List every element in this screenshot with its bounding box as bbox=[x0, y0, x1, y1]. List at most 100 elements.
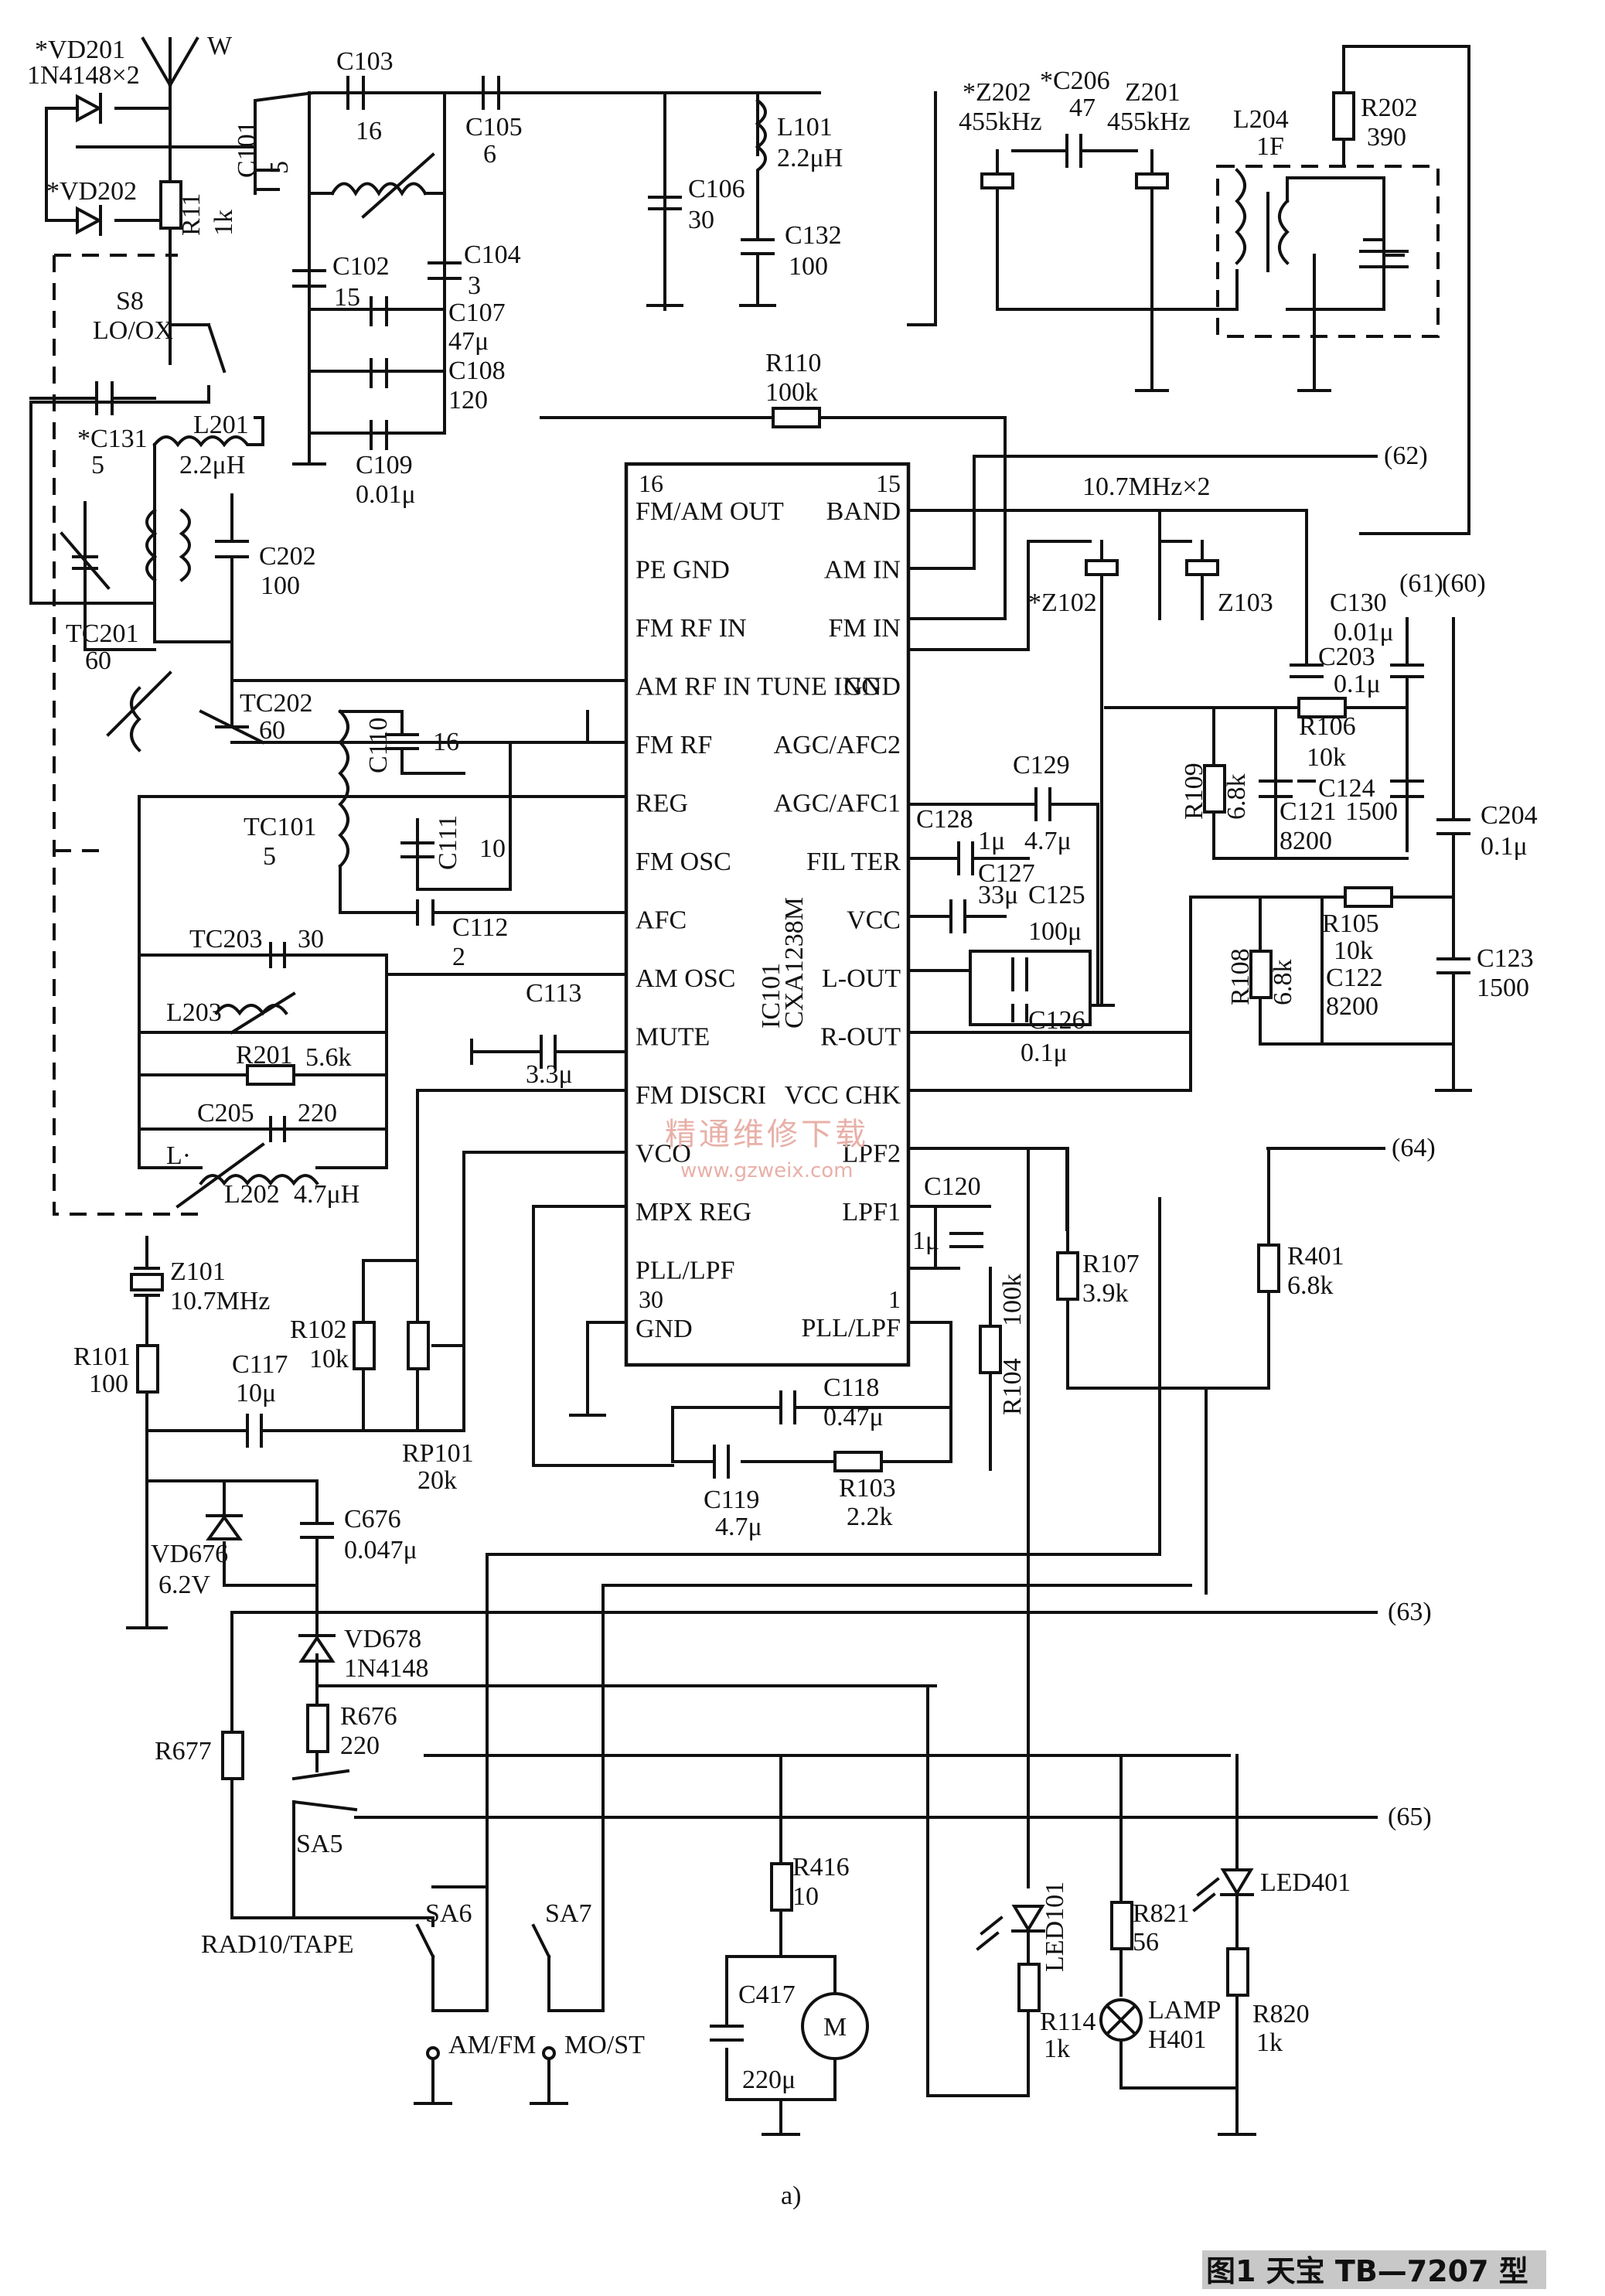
vd202-diode bbox=[76, 206, 103, 235]
c202-val: 100 bbox=[261, 571, 300, 600]
c204-val: 0.1μ bbox=[1481, 832, 1528, 861]
c131-ref: *C131 bbox=[77, 425, 148, 453]
c120-ref: C120 bbox=[924, 1172, 981, 1201]
caption-bg bbox=[1202, 2250, 1546, 2289]
ic-pin-right-0: BAND bbox=[826, 497, 901, 526]
h401-label: H401 bbox=[1148, 2025, 1207, 2054]
r11-val: 1k bbox=[210, 210, 238, 236]
c206-ref: *C206 bbox=[1040, 67, 1110, 95]
r106-ref: R106 bbox=[1299, 712, 1356, 741]
watermark-text: 精通维修下载 bbox=[665, 1117, 869, 1152]
r676-ref: R676 bbox=[340, 1702, 397, 1731]
rp101-pot bbox=[407, 1321, 430, 1370]
ic-pin-number-left-0: 16 bbox=[639, 469, 663, 497]
ic-pin-right-12: LPF1 bbox=[842, 1198, 901, 1226]
r201-ref: R201 bbox=[236, 1041, 293, 1070]
r401-resistor bbox=[1257, 1244, 1280, 1293]
vd676-zener bbox=[206, 1514, 243, 1540]
band-switch-link bbox=[53, 254, 201, 1216]
l101-ref: L101 bbox=[777, 113, 833, 142]
ic-pin-left-3: AM RF IN TUNE ING bbox=[636, 673, 881, 701]
r110-resistor bbox=[772, 407, 821, 428]
z201-val: 455kHz bbox=[1107, 107, 1191, 136]
vd202-ref: *VD202 bbox=[46, 177, 137, 206]
c124-val: 1500 bbox=[1345, 797, 1398, 826]
sa5-ref: SA5 bbox=[296, 1830, 342, 1858]
c202-ref: C202 bbox=[259, 542, 316, 571]
z201-filter bbox=[1135, 172, 1169, 189]
antenna bbox=[141, 36, 199, 148]
c128-val: 1μ bbox=[978, 827, 1005, 855]
filter-label: 10.7MHz×2 bbox=[1082, 473, 1211, 501]
r102-val: 10k bbox=[309, 1345, 349, 1373]
r821-val: 56 bbox=[1133, 1928, 1159, 1957]
c417-val: 220μ bbox=[742, 2066, 796, 2094]
led101-diode bbox=[1011, 1905, 1045, 1933]
sa6-ref: SA6 bbox=[425, 1899, 472, 1928]
ic-pin-number-left-14: 30 bbox=[639, 1285, 663, 1313]
ic-pin-right-1: AM IN bbox=[824, 556, 901, 585]
ic-pin-right-8: L-OUT bbox=[822, 964, 901, 993]
r105-ref: R105 bbox=[1322, 909, 1379, 938]
ic-pin-left-14: GND bbox=[636, 1315, 693, 1343]
r103-resistor bbox=[833, 1451, 883, 1472]
ic-pin-number-right-13: 1 bbox=[888, 1285, 901, 1313]
r108-ref: R108 bbox=[1226, 948, 1255, 1005]
c107-ref: C107 bbox=[448, 299, 506, 327]
ic-pin-left-5: REG bbox=[636, 790, 688, 818]
c101-ref: C101 bbox=[233, 121, 261, 178]
ic-pin-right-9: R-OUT bbox=[820, 1023, 901, 1052]
c206-val: 47 bbox=[1069, 94, 1096, 122]
c121-ref: C121 bbox=[1280, 797, 1337, 826]
vd678-ref: VD678 bbox=[344, 1625, 421, 1653]
r416-resistor bbox=[770, 1862, 793, 1912]
c125-v2: 100μ bbox=[1028, 917, 1082, 946]
r820-val: 1k bbox=[1256, 2028, 1283, 2057]
c102-ref: C102 bbox=[332, 252, 390, 281]
l204-val: 1F bbox=[1256, 132, 1284, 161]
c676-ref: C676 bbox=[344, 1505, 401, 1534]
z202-val: 455kHz bbox=[959, 107, 1042, 136]
ic-pin-left-2: FM RF IN bbox=[636, 614, 747, 643]
r107-resistor bbox=[1056, 1251, 1079, 1301]
z202-ref: *Z202 bbox=[963, 78, 1031, 107]
r107-ref: R107 bbox=[1082, 1250, 1140, 1278]
ref-60: (60) bbox=[1442, 569, 1486, 598]
rp101-ref: RP101 bbox=[402, 1439, 474, 1468]
vd201-ref: *VD201 bbox=[35, 36, 125, 64]
z103-ref: Z103 bbox=[1218, 588, 1273, 617]
ic-pin-left-8: AM OSC bbox=[636, 964, 735, 993]
r108-val: 6.8k bbox=[1269, 960, 1297, 1006]
r109-resistor bbox=[1203, 764, 1226, 814]
r201-val: 5.6k bbox=[305, 1043, 352, 1072]
r202-val: 390 bbox=[1367, 123, 1406, 152]
ic-pin-left-12: MPX REG bbox=[636, 1198, 751, 1226]
c120-val: 1μ bbox=[912, 1226, 939, 1255]
tc202-ref: TC202 bbox=[240, 689, 312, 718]
vd678-val: 1N4148 bbox=[344, 1654, 429, 1683]
r401-ref: R401 bbox=[1287, 1242, 1344, 1271]
c105-ref: C105 bbox=[465, 113, 523, 142]
r101-resistor bbox=[136, 1344, 159, 1394]
s8-ref: S8 bbox=[116, 287, 144, 316]
ref-63: (63) bbox=[1388, 1598, 1432, 1626]
r677-resistor bbox=[221, 1731, 244, 1780]
r107-val: 3.9k bbox=[1082, 1279, 1129, 1308]
c108-val: 120 bbox=[448, 386, 488, 415]
c111-ref: C111 bbox=[434, 815, 462, 870]
r106-val: 10k bbox=[1307, 743, 1346, 772]
c205-val: 220 bbox=[298, 1099, 337, 1128]
z101-crystal bbox=[130, 1273, 164, 1291]
tc203-val: 30 bbox=[298, 925, 324, 954]
c117-ref: C117 bbox=[232, 1350, 288, 1379]
c102-val: 15 bbox=[334, 283, 360, 312]
c130-val: 0.01μ bbox=[1334, 618, 1394, 646]
r11-ref: R11 bbox=[177, 193, 206, 236]
r677-ref: R677 bbox=[155, 1737, 212, 1765]
c123-ref: C123 bbox=[1477, 944, 1534, 973]
r676-resistor bbox=[306, 1704, 329, 1753]
l-mark: L· bbox=[166, 1141, 191, 1170]
ic-pin-right-10: VCC CHK bbox=[785, 1081, 901, 1110]
